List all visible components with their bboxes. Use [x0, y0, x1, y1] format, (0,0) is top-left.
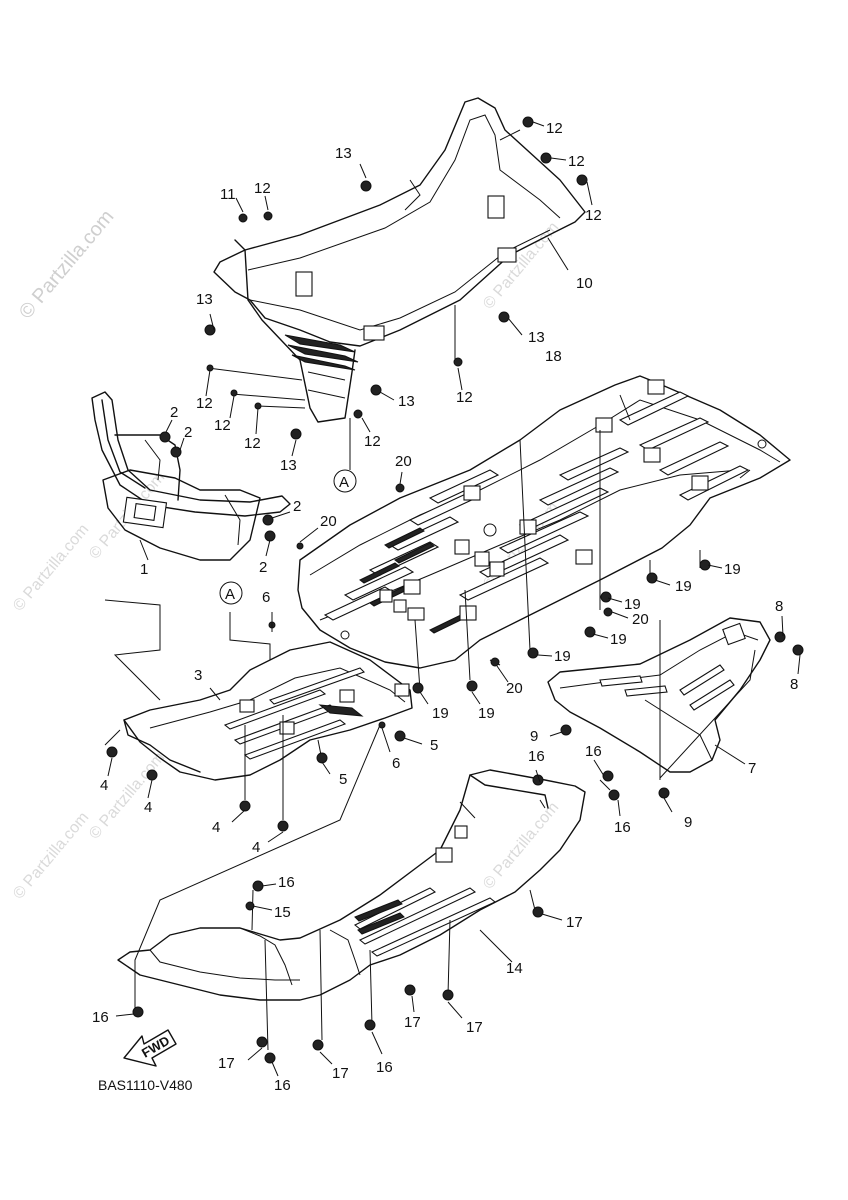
callout-6: 6	[262, 589, 270, 606]
callout-12: 12	[364, 433, 381, 450]
callout-4: 4	[252, 839, 260, 856]
watermark-repeat: © Partzilla.com	[10, 521, 92, 615]
callout-12: 12	[568, 153, 585, 170]
callout-19: 19	[675, 578, 692, 595]
callout-5: 5	[339, 771, 347, 788]
reference-marker-label: A	[225, 586, 235, 603]
callout-17: 17	[404, 1014, 421, 1031]
callout-13: 13	[335, 145, 352, 162]
callout-20: 20	[632, 611, 649, 628]
callout-3: 3	[194, 667, 202, 684]
watermark-repeat: © Partzilla.com	[480, 799, 562, 893]
callout-16: 16	[376, 1059, 393, 1076]
callout-16: 16	[278, 874, 295, 891]
callout-13: 13	[280, 457, 297, 474]
callout-4: 4	[212, 819, 220, 836]
callout-13: 13	[398, 393, 415, 410]
fasteners	[106, 116, 804, 1064]
callout-20: 20	[395, 453, 412, 470]
reference-marker-label: A	[339, 474, 349, 491]
callout-19: 19	[624, 596, 641, 613]
callout-10: 10	[576, 275, 593, 292]
watermark-main: © Partzilla.com	[15, 206, 118, 323]
leader-lines	[107, 121, 801, 1077]
callout-2: 2	[293, 498, 301, 515]
callout-14: 14	[506, 960, 523, 977]
callout-16: 16	[614, 819, 631, 836]
callout-13: 13	[196, 291, 213, 308]
callout-9: 9	[684, 814, 692, 831]
watermark-repeat: © Partzilla.com	[86, 749, 168, 843]
callout-20: 20	[506, 680, 523, 697]
callout-8: 8	[790, 676, 798, 693]
callout-16: 16	[274, 1077, 291, 1094]
watermark-repeat: © Partzilla.com	[10, 809, 92, 903]
callout-18: 18	[545, 348, 562, 365]
forward-direction-arrow: FWD	[123, 1029, 177, 1067]
callout-12: 12	[456, 389, 473, 406]
callout-2: 2	[184, 424, 192, 441]
callout-19: 19	[432, 705, 449, 722]
callout-12: 12	[214, 417, 231, 434]
callout-6: 6	[392, 755, 400, 772]
assembly-guide-lines	[104, 129, 756, 1051]
callout-12: 12	[196, 395, 213, 412]
callout-15: 15	[274, 904, 291, 921]
diagram-code: BAS1110-V480	[98, 1077, 193, 1093]
watermark-repeat: © Partzilla.com	[480, 219, 562, 313]
callout-17: 17	[218, 1055, 235, 1072]
part-1-front-guard-frame[interactable]	[91, 391, 291, 561]
callout-8: 8	[775, 598, 783, 615]
callout-2: 2	[170, 404, 178, 421]
callout-12: 12	[585, 207, 602, 224]
callout-1: 1	[140, 561, 148, 578]
callout-16: 16	[528, 748, 545, 765]
part-14-lower-skid-plate[interactable]	[117, 769, 586, 1001]
callout-19: 19	[724, 561, 741, 578]
reference-marker-a-upper: A	[333, 469, 357, 493]
callout-19: 19	[554, 648, 571, 665]
callout-16: 16	[585, 743, 602, 760]
reference-marker-a-lower: A	[219, 581, 243, 605]
callout-labels: 12 12 12 13 11 12 10 13 13 18 12 13 12 1…	[92, 120, 798, 1094]
callout-17: 17	[466, 1019, 483, 1036]
callout-12: 12	[546, 120, 563, 137]
callout-5: 5	[430, 737, 438, 754]
callout-20: 20	[320, 513, 337, 530]
callout-11: 11	[220, 186, 236, 203]
callout-13: 13	[528, 329, 545, 346]
part-3-front-skid-plate[interactable]	[123, 641, 413, 781]
callout-17: 17	[566, 914, 583, 931]
callout-2: 2	[259, 559, 267, 576]
callout-9: 9	[530, 728, 538, 745]
callout-19: 19	[610, 631, 627, 648]
callout-4: 4	[100, 777, 108, 794]
part-18-main-skid-plate[interactable]	[297, 375, 791, 669]
callout-7: 7	[748, 760, 756, 777]
part-10-rear-guard[interactable]	[213, 97, 586, 423]
callout-12: 12	[254, 180, 271, 197]
callout-4: 4	[144, 799, 152, 816]
callout-16: 16	[92, 1009, 109, 1026]
callout-19: 19	[478, 705, 495, 722]
callout-17: 17	[332, 1065, 349, 1082]
callout-12: 12	[244, 435, 261, 452]
